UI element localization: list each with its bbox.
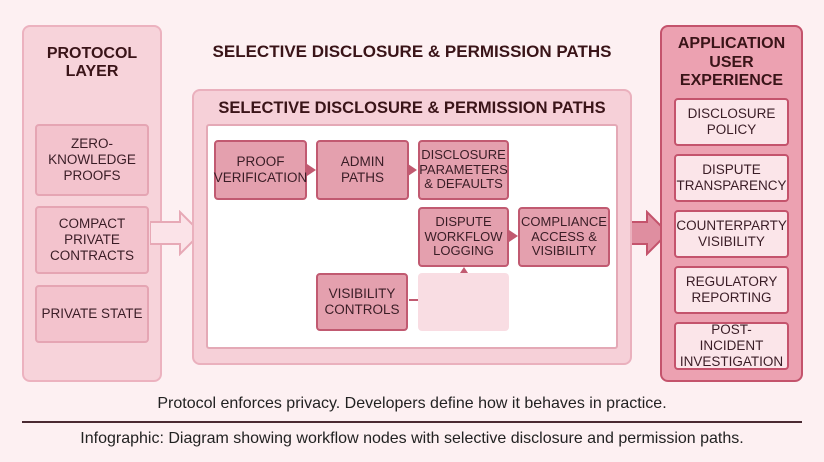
- caption: Infographic: Diagram showing workflow no…: [80, 430, 744, 447]
- node-proof-verification: PROOF VERIFICATION: [214, 140, 307, 200]
- protocol-layer-title: PROTOCOL LAYER: [46, 44, 138, 80]
- divider: [22, 421, 802, 423]
- app-item-regulatory-reporting: REGULATORY REPORTING: [674, 266, 789, 314]
- application-layer-title: APPLICATION USER EXPERIENCE: [677, 35, 786, 90]
- node-disclosure-parameters: DISCLOSURE PARAMETERS & DEFAULTS: [418, 140, 509, 200]
- app-item-disclosure-policy: DISCLOSURE POLICY: [674, 98, 789, 146]
- node-placeholder: [418, 273, 509, 331]
- app-item-post-incident: POST-INCIDENT INVESTIGATION: [674, 322, 789, 370]
- workflow-title: SELECTIVE DISCLOSURE & PERMISSION PATHS: [218, 98, 606, 117]
- protocol-item-private-state: PRIVATE STATE: [35, 285, 149, 343]
- app-item-dispute-transparency: DISPUTE TRANSPARENCY: [674, 154, 789, 202]
- node-admin-paths: ADMIN PATHS: [316, 140, 409, 200]
- page-title: SELECTIVE DISCLOSURE & PERMISSION PATHS: [212, 42, 612, 62]
- node-compliance-access: COMPLIANCE ACCESS & VISIBILITY: [518, 207, 610, 267]
- protocol-item-zk-proofs: ZERO-KNOWLEDGE PROOFS: [35, 124, 149, 196]
- protocol-item-compact-contracts: COMPACT PRIVATE CONTRACTS: [35, 206, 149, 274]
- node-dispute-workflow: DISPUTE WORKFLOW LOGGING: [418, 207, 509, 267]
- app-item-counterparty-visibility: COUNTERPARTY VISIBILITY: [674, 210, 789, 258]
- arrow-left-to-center-icon: [150, 210, 202, 256]
- tagline: Protocol enforces privacy. Developers de…: [157, 395, 667, 412]
- node-visibility-controls: VISIBILITY CONTROLS: [316, 273, 408, 331]
